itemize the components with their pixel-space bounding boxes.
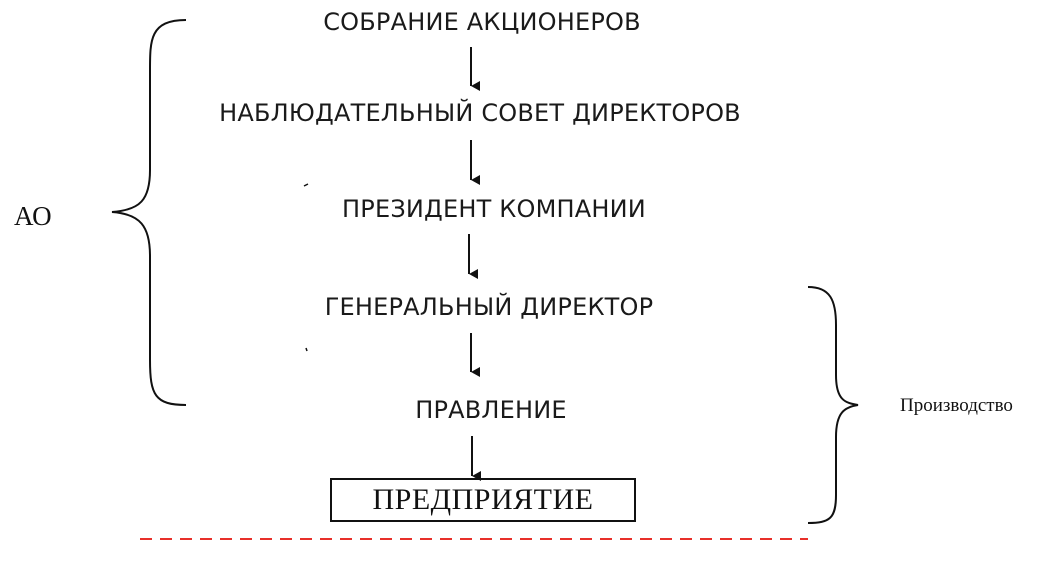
node-supervisory-board: НАБЛЮДАТЕЛЬНЫЙ СОВЕТ ДИРЕКТОРОВ xyxy=(219,99,741,127)
node-general-director: ГЕНЕРАЛЬНЫЙ ДИРЕКТОР xyxy=(324,293,654,321)
enterprise-box: ПРЕДПРИЯТИЕ xyxy=(330,478,636,522)
arrows xyxy=(468,47,481,481)
node-shareholders-meeting: СОБРАНИЕ АКЦИОНЕРОВ xyxy=(323,8,641,36)
left-brace xyxy=(111,19,187,406)
node-company-president: ПРЕЗИДЕНТ КОМПАНИИ xyxy=(342,195,646,223)
enterprise-label: ПРЕДПРИЯТИЕ xyxy=(372,483,594,516)
brace-label-production: Производство xyxy=(900,395,1013,416)
right-brace xyxy=(807,286,859,524)
node-management-board: ПРАВЛЕНИЕ xyxy=(415,396,567,424)
brace-label-ao: АО xyxy=(14,201,52,231)
stray-mark-2 xyxy=(305,347,308,352)
stray-mark-1 xyxy=(303,183,309,187)
